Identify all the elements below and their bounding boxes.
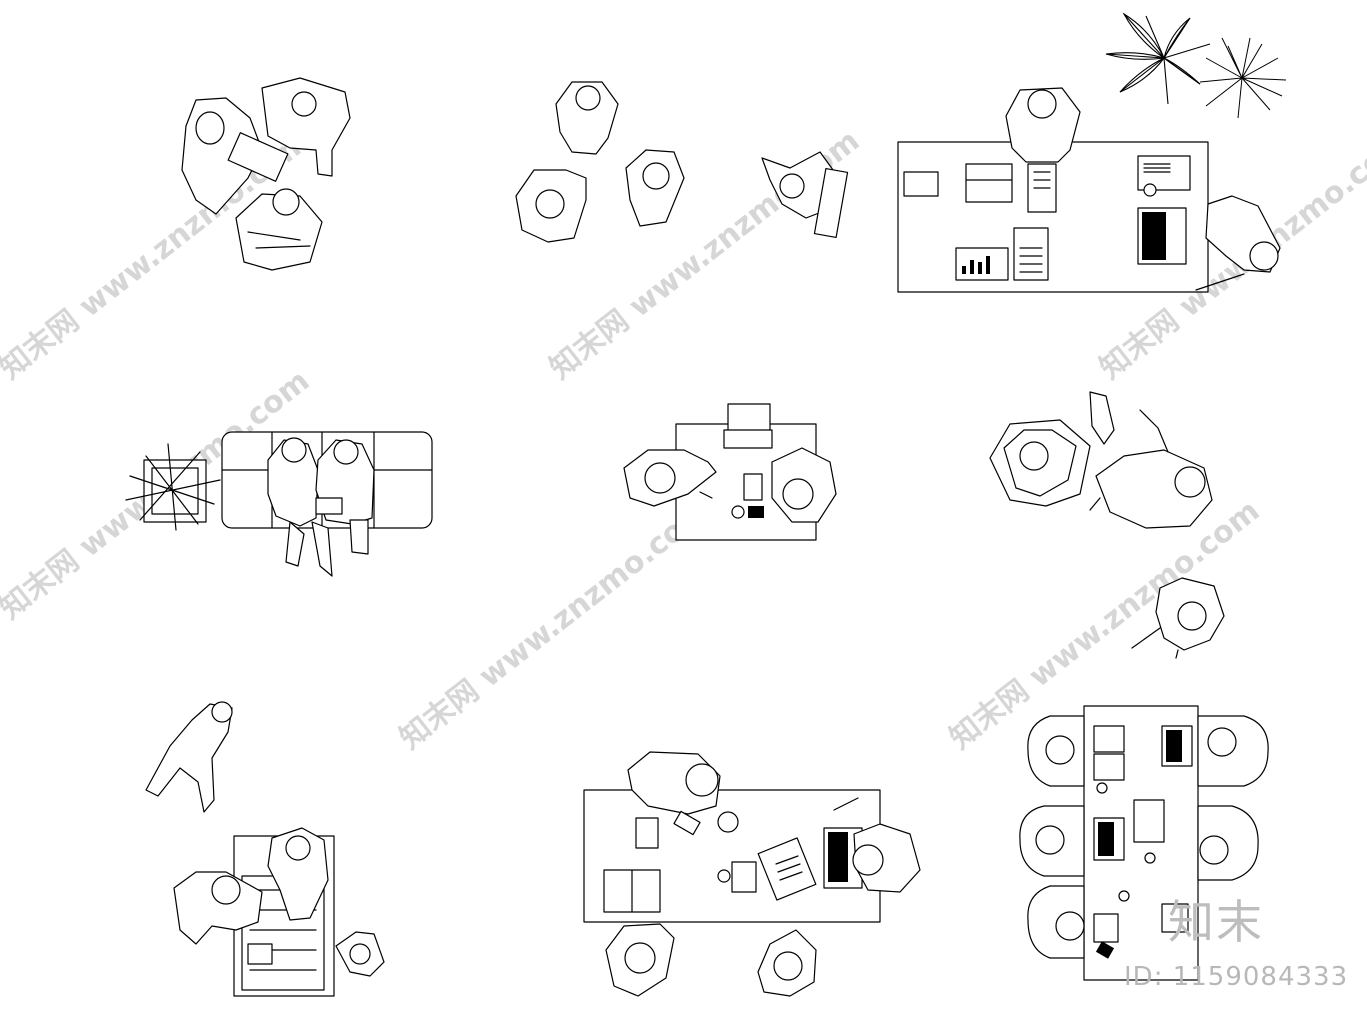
laptop-shape xyxy=(727,403,771,435)
table-lamp-sketch xyxy=(125,443,221,531)
briefcase-shape xyxy=(965,163,1013,203)
person-figure xyxy=(235,193,323,271)
magnifier-icon xyxy=(1118,890,1130,902)
book-shape xyxy=(903,171,939,197)
group-laptop-table xyxy=(623,403,837,541)
group-desk-documents xyxy=(897,12,1287,293)
tablet-shape xyxy=(635,817,659,849)
group-lounge xyxy=(989,391,1213,529)
group-sofa xyxy=(125,431,433,577)
group-walking-right xyxy=(1131,577,1225,659)
group-conference-table xyxy=(1019,705,1269,981)
person-figure xyxy=(261,77,351,177)
watermark-text: 知末网 www.znzmo.com xyxy=(393,493,716,756)
magnifier-icon xyxy=(717,869,731,883)
magnifier-icon xyxy=(1144,852,1156,864)
document-sheet xyxy=(1137,155,1191,191)
potted-plant-large xyxy=(1105,12,1211,105)
phone-shape xyxy=(743,473,763,501)
watermark-id-label: ID: 1159084333 xyxy=(1124,962,1349,992)
group-four-talking xyxy=(515,81,849,243)
magnifier-icon xyxy=(731,505,745,519)
clipboard-shape xyxy=(227,132,289,182)
group-meeting-table xyxy=(583,751,921,997)
cup-icon xyxy=(717,811,739,833)
group-walking-left xyxy=(145,701,233,813)
person-figure xyxy=(555,81,619,155)
group-three-standing xyxy=(181,77,351,271)
document-sheet xyxy=(1013,227,1049,281)
group-drafting-table xyxy=(173,827,385,997)
person-figure xyxy=(1005,87,1081,163)
person-figure xyxy=(145,703,233,813)
phone-shape xyxy=(673,810,701,836)
person-figure xyxy=(267,827,329,921)
watermark-brand: 知末 xyxy=(1168,895,1264,949)
magnifier-icon xyxy=(1096,782,1108,794)
potted-plant-small xyxy=(1199,37,1287,119)
